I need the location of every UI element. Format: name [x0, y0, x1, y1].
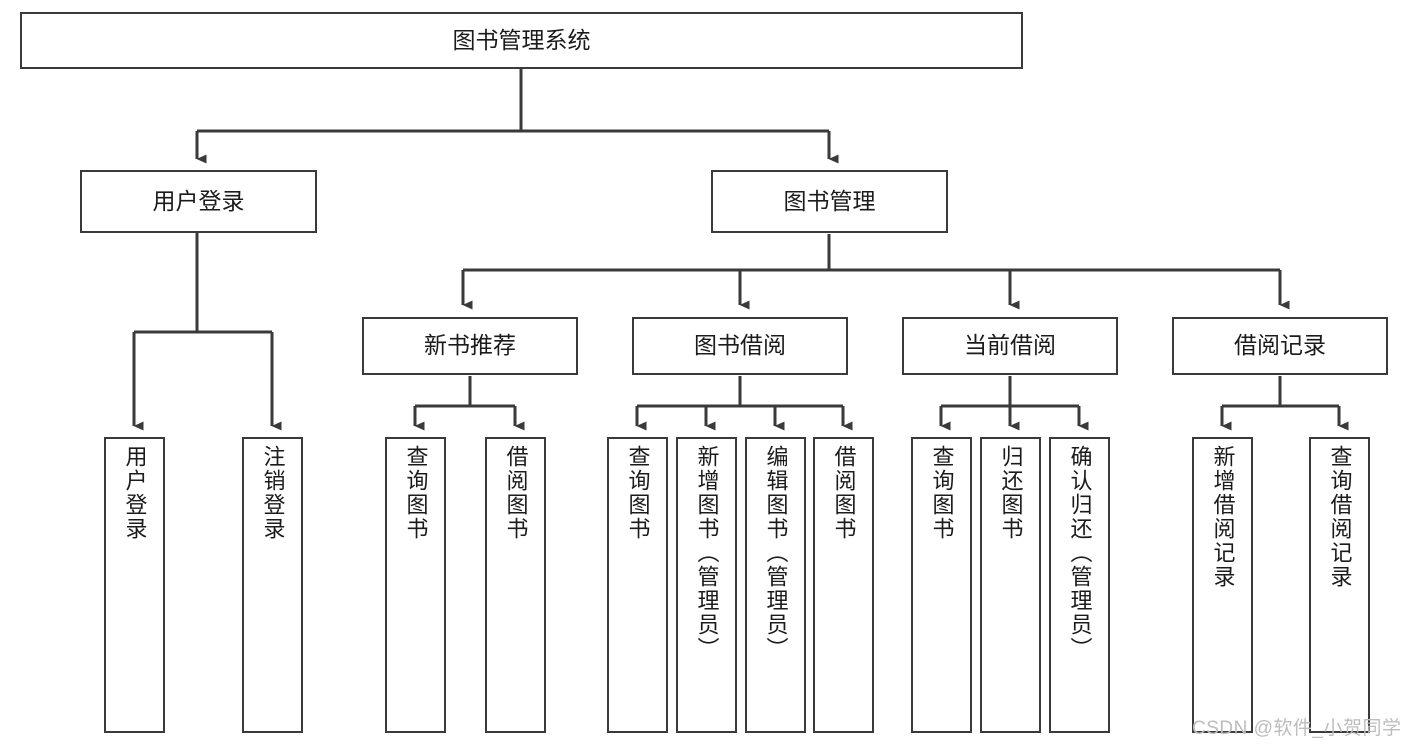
node-borrow-record[interactable]: 借阅记录 — [1172, 317, 1388, 375]
node-label: 借阅记录 — [1234, 332, 1326, 359]
leaf-query-book-current[interactable]: 查询图书 — [911, 437, 972, 733]
node-label: 查询图书 — [929, 445, 955, 541]
node-book-management[interactable]: 图书管理 — [711, 170, 948, 233]
node-label: 新书推荐 — [424, 332, 516, 359]
node-user-login[interactable]: 用户登录 — [80, 170, 317, 233]
node-label: 用户登录 — [152, 187, 245, 214]
node-new-book-recommend[interactable]: 新书推荐 — [362, 317, 578, 375]
node-label: 新增图书（管理员） — [694, 445, 720, 661]
node-label: 编辑图书（管理员） — [763, 445, 789, 661]
node-label: 查询图书 — [403, 445, 429, 541]
leaf-add-borrow-record[interactable]: 新增借阅记录 — [1192, 437, 1253, 733]
node-book-management-system[interactable]: 图书管理系统 — [20, 12, 1023, 69]
node-label: 注销登录 — [260, 445, 286, 541]
node-label: 用户登录 — [122, 445, 148, 541]
leaf-logout[interactable]: 注销登录 — [242, 437, 303, 733]
node-current-borrow[interactable]: 当前借阅 — [902, 317, 1118, 375]
leaf-return-book[interactable]: 归还图书 — [980, 437, 1041, 733]
node-label: 查询借阅记录 — [1327, 445, 1353, 589]
leaf-confirm-return-admin[interactable]: 确认归还（管理员） — [1049, 437, 1110, 733]
node-label: 借阅图书 — [503, 445, 529, 541]
leaf-query-borrow-record[interactable]: 查询借阅记录 — [1309, 437, 1370, 733]
leaf-edit-book-admin[interactable]: 编辑图书（管理员） — [745, 437, 806, 733]
leaf-borrow-book-recommend[interactable]: 借阅图书 — [485, 437, 546, 733]
leaf-query-book-recommend[interactable]: 查询图书 — [385, 437, 446, 733]
leaf-borrow-book[interactable]: 借阅图书 — [813, 437, 874, 733]
node-label: 图书借阅 — [694, 332, 786, 359]
leaf-user-login[interactable]: 用户登录 — [104, 437, 165, 733]
csdn-watermark: CSDN @软件_小贺同学 — [1192, 718, 1402, 739]
node-label: 图书管理系统 — [452, 26, 591, 53]
node-label: 确认归还（管理员） — [1067, 445, 1093, 661]
node-label: 图书管理 — [783, 187, 876, 214]
leaf-query-book-borrow[interactable]: 查询图书 — [607, 437, 668, 733]
node-label: 归还图书 — [998, 445, 1024, 541]
leaf-add-book-admin[interactable]: 新增图书（管理员） — [676, 437, 737, 733]
node-label: 新增借阅记录 — [1210, 445, 1236, 589]
node-label: 查询图书 — [625, 445, 651, 541]
node-book-borrow[interactable]: 图书借阅 — [632, 317, 848, 375]
node-label: 当前借阅 — [964, 332, 1056, 359]
node-label: 借阅图书 — [831, 445, 857, 541]
